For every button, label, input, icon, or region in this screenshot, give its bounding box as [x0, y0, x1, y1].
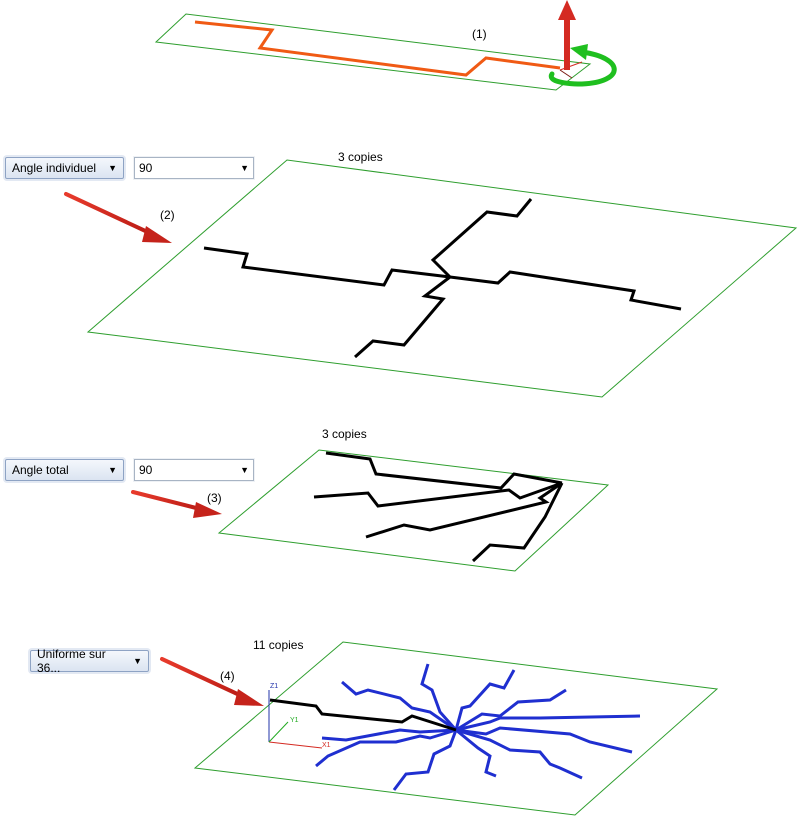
copies-count-4: 11 copies — [253, 638, 304, 652]
plane-3 — [217, 449, 610, 572]
pointer-arrow-icon — [160, 657, 264, 706]
plane-4 — [193, 641, 719, 816]
angle-value-select-3[interactable]: 90 ▼ — [134, 459, 254, 481]
angle-value: 90 — [139, 463, 153, 477]
angle-mode-select-4[interactable]: Uniforme sur 36... ▼ — [30, 647, 149, 675]
axis-triad — [268, 690, 323, 749]
pointer-arrow-icon — [131, 490, 222, 518]
rotate-handle-icon[interactable] — [548, 44, 617, 87]
angle-mode-select-2[interactable]: Angle individuel ▼ — [5, 157, 124, 179]
copies-4 — [315, 663, 641, 791]
axis-y-label: Y1 — [290, 717, 299, 724]
plane-1 — [154, 13, 592, 91]
step-2-label: (2) — [160, 208, 175, 222]
dropdown-caret-icon: ▼ — [133, 656, 142, 666]
angle-value-select-2[interactable]: 90 ▼ — [134, 157, 254, 179]
dropdown-caret-icon: ▼ — [240, 163, 249, 173]
angle-value: 90 — [139, 161, 153, 175]
step-3-label: (3) — [207, 491, 222, 505]
move-arrow-icon[interactable] — [558, 0, 576, 70]
copies-count-2: 3 copies — [338, 150, 383, 164]
angle-mode-select-3[interactable]: Angle total ▼ — [5, 459, 124, 481]
step-4-label: (4) — [220, 669, 235, 683]
copies-3 — [313, 451, 564, 563]
axis-x-label: X1 — [322, 742, 331, 749]
angle-mode-value: Angle total — [12, 463, 69, 477]
dropdown-caret-icon: ▼ — [240, 465, 249, 475]
copies-2 — [203, 198, 682, 359]
profile-1 — [194, 20, 561, 77]
dropdown-caret-icon: ▼ — [108, 163, 117, 173]
copies-count-3: 3 copies — [322, 427, 367, 441]
axis-z-label: Z1 — [270, 683, 279, 690]
step-1-label: (1) — [472, 27, 487, 41]
angle-mode-value: Angle individuel — [12, 161, 97, 175]
plane-2 — [86, 159, 798, 398]
angle-mode-value: Uniforme sur 36... — [37, 647, 106, 675]
original-profile-4 — [269, 698, 457, 732]
pointer-arrow-icon — [64, 192, 172, 243]
dropdown-caret-icon: ▼ — [108, 465, 117, 475]
